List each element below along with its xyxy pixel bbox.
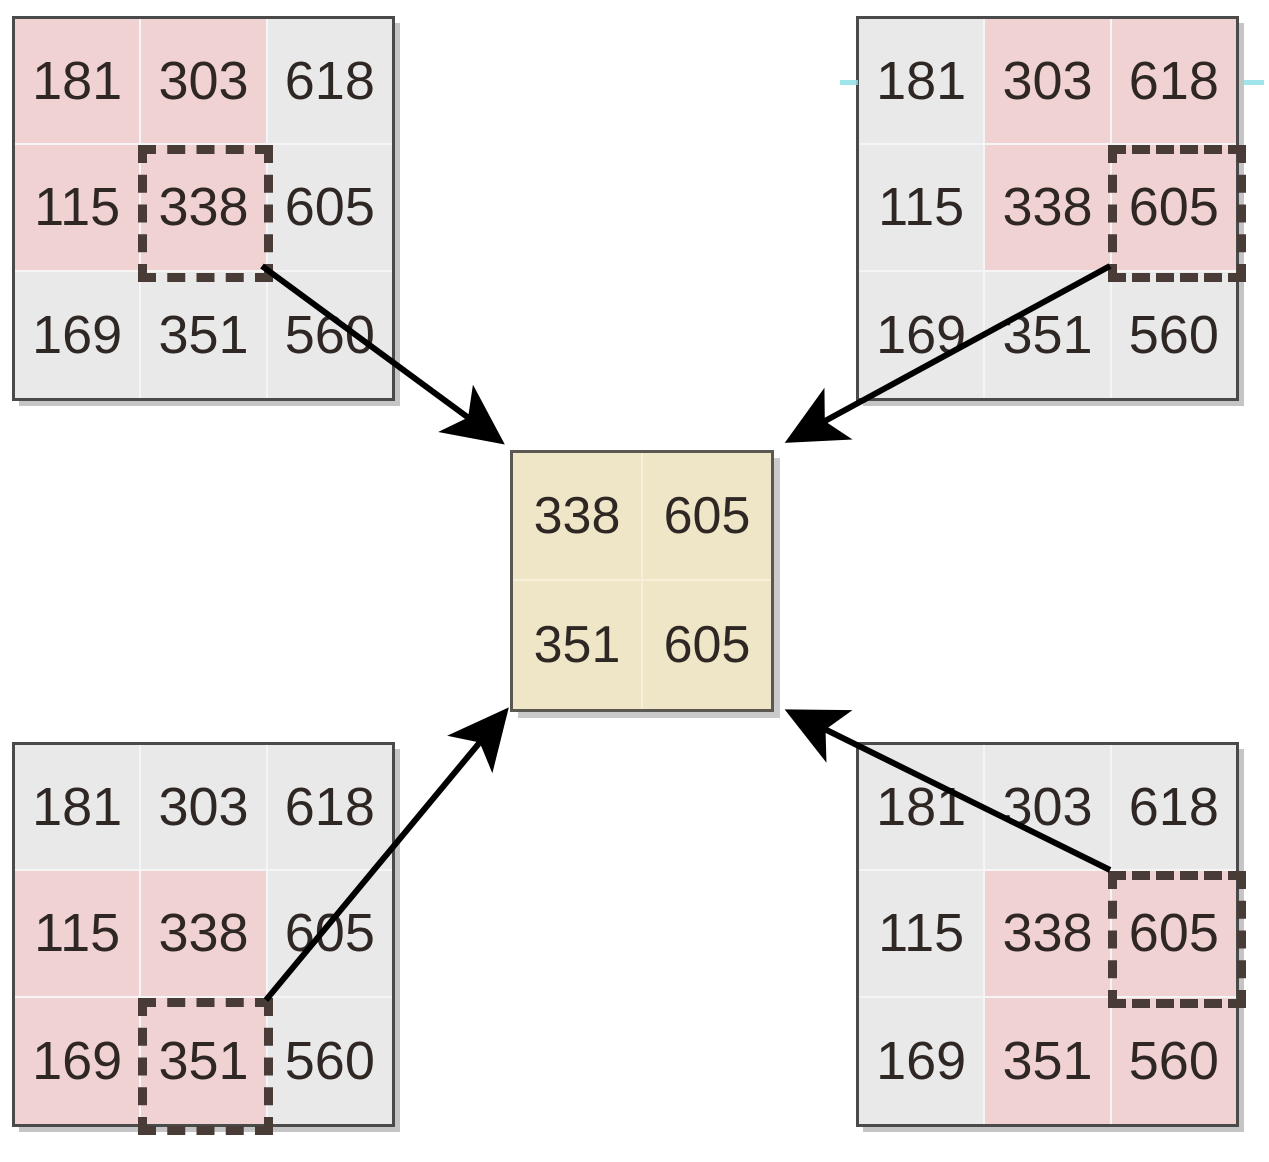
result-cell: 338 — [513, 453, 643, 581]
scan-artifact-right — [1244, 80, 1264, 85]
grid-cell: 338 — [141, 145, 268, 272]
grid-cell: 181 — [15, 745, 142, 872]
table-row: 181 303 618 — [15, 745, 392, 872]
grid-cell: 169 — [859, 271, 986, 398]
grid-cell: 618 — [267, 19, 392, 146]
grid-cell: 303 — [985, 19, 1112, 146]
panel-bottom-right: 181 303 618 115 338 605 169 351 560 — [856, 742, 1246, 1127]
grid-cell: 618 — [267, 745, 392, 872]
grid-cell: 338 — [985, 871, 1112, 998]
grid-cell: 560 — [267, 997, 392, 1124]
table-row: 181 303 618 — [15, 19, 392, 146]
result-grid: 338 605 351 605 — [510, 450, 774, 712]
grid-cell: 560 — [267, 271, 392, 398]
grid-cell: 618 — [1111, 745, 1236, 872]
grid-cell: 181 — [859, 19, 986, 146]
table-row: 115 338 605 — [15, 871, 392, 998]
grid-cell: 338 — [985, 145, 1112, 272]
table-row: 169 351 560 — [15, 997, 392, 1124]
panel-top-right: 181 303 618 115 338 605 169 351 560 — [856, 16, 1246, 401]
grid-cell: 605 — [1111, 871, 1236, 998]
grid-cell: 181 — [859, 745, 986, 872]
grid-cell: 351 — [985, 271, 1112, 398]
result-row: 351 605 — [513, 581, 771, 709]
grid-cell: 338 — [141, 871, 268, 998]
grid-cell: 618 — [1111, 19, 1236, 146]
grid-cell: 560 — [1111, 997, 1236, 1124]
grid-cell: 181 — [15, 19, 142, 146]
table-row: 169 351 560 — [15, 271, 392, 398]
grid-cell: 115 — [15, 145, 142, 272]
result-cell: 351 — [513, 581, 643, 709]
grid-cell: 605 — [1111, 145, 1236, 272]
grid-cell: 303 — [141, 19, 268, 146]
grid-cell: 169 — [859, 997, 986, 1124]
scan-artifact-left — [840, 80, 858, 85]
grid-cell: 303 — [985, 745, 1112, 872]
result-row: 338 605 — [513, 453, 771, 581]
grid-cell: 303 — [141, 745, 268, 872]
grid-cell: 115 — [859, 871, 986, 998]
table-row: 115 338 605 — [859, 145, 1236, 272]
table-row: 115 338 605 — [15, 145, 392, 272]
grid-cell: 351 — [141, 271, 268, 398]
result-cell: 605 — [643, 581, 771, 709]
table-row: 169 351 560 — [859, 997, 1236, 1124]
table-row: 181 303 618 — [859, 19, 1236, 146]
grid-cell: 169 — [15, 997, 142, 1124]
panel-top-left: 181 303 618 115 338 605 169 351 560 — [12, 16, 395, 401]
table-row: 169 351 560 — [859, 271, 1236, 398]
grid-cell: 605 — [267, 871, 392, 998]
result-cell: 605 — [643, 453, 771, 581]
grid-cell: 605 — [267, 145, 392, 272]
panel-bottom-left: 181 303 618 115 338 605 169 351 560 — [12, 742, 395, 1135]
grid-cell: 115 — [15, 871, 142, 998]
table-row: 115 338 605 — [859, 871, 1236, 998]
grid-cell: 351 — [141, 997, 268, 1124]
grid-cell: 351 — [985, 997, 1112, 1124]
grid-cell: 169 — [15, 271, 142, 398]
grid-cell: 115 — [859, 145, 986, 272]
table-row: 181 303 618 — [859, 745, 1236, 872]
grid-cell: 560 — [1111, 271, 1236, 398]
